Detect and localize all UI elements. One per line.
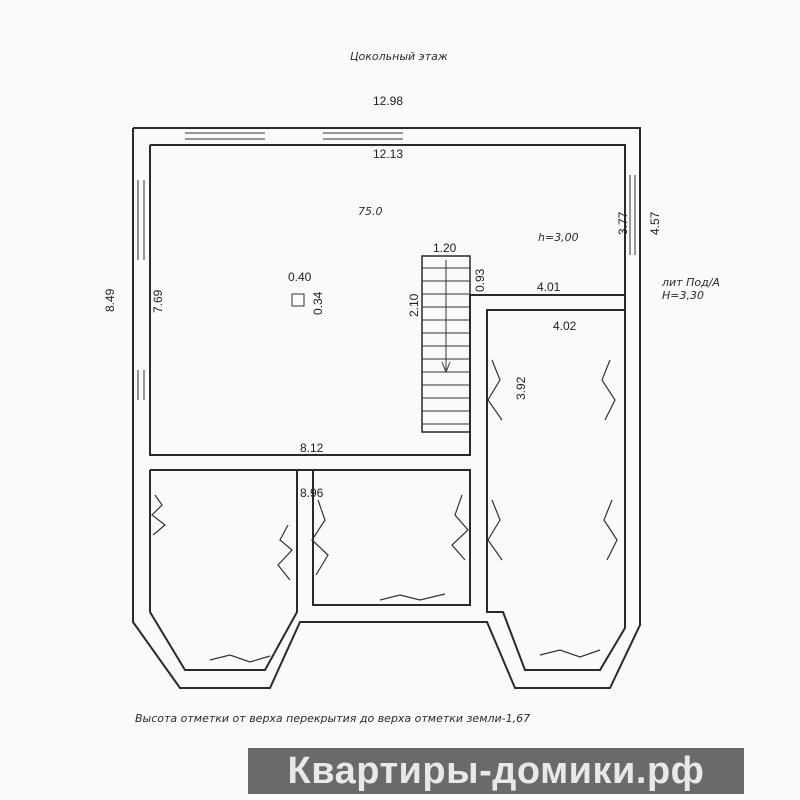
dim-corridor: 4.01 — [537, 280, 561, 294]
dim-column-w: 0.40 — [288, 270, 312, 284]
dim-left-inner: 7.69 — [151, 289, 165, 313]
dim-outer-width: 12.98 — [373, 94, 403, 108]
partition-left-lobe — [149, 470, 298, 671]
hatch-marks — [151, 359, 618, 663]
watermark-banner: Квартиры-домики.рф — [248, 748, 744, 794]
inner-wall — [150, 144, 626, 671]
dim-right-room-width: 4.02 — [553, 319, 577, 333]
dim-bottom-wall: 8.12 — [300, 441, 324, 455]
dim-left-outer: 8.49 — [103, 288, 117, 312]
column — [291, 293, 305, 307]
annotation-lit: лит Под/А — [661, 276, 720, 289]
windows — [137, 132, 636, 400]
dim-right-small: 3.77 — [616, 211, 630, 235]
dim-middle-span: 8.96 — [300, 486, 324, 500]
footer-note: Высота отметки от верха перекрытия до ве… — [135, 712, 530, 725]
dim-right-outer: 4.57 — [648, 211, 662, 235]
dim-stair-gap: 0.93 — [473, 268, 487, 292]
inner-wall-left — [149, 145, 625, 456]
outer-wall — [132, 127, 641, 689]
dim-column-h: 0.34 — [311, 291, 325, 315]
room-height: h=3,00 — [538, 231, 579, 244]
plan-title: Цокольный этаж — [350, 50, 448, 63]
room-area: 75.0 — [358, 205, 383, 218]
dim-stair-length: 2.10 — [407, 293, 421, 317]
staircase — [421, 255, 471, 433]
dim-stair-width: 1.20 — [433, 241, 457, 255]
dim-right-room-height: 3.92 — [514, 376, 528, 400]
dim-inner-width: 12.13 — [373, 147, 403, 161]
partition-lower — [150, 469, 471, 606]
annotation-height: H=3,30 — [662, 289, 704, 302]
